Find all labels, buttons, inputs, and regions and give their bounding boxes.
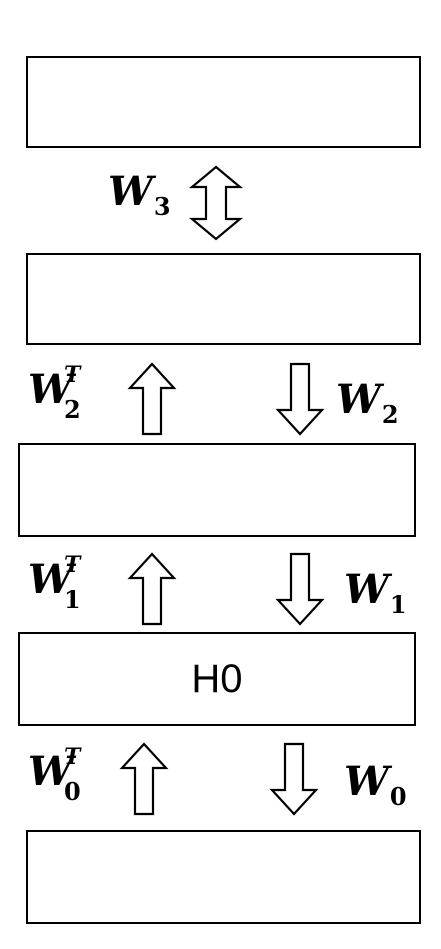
weight-label-w1: W1	[344, 570, 407, 617]
weight-label-w2: W2	[336, 380, 399, 427]
weight-label-w3: W3	[108, 172, 171, 219]
weight-w1-sub: 1	[389, 590, 407, 619]
weight-label-w0t: W T 0	[28, 746, 81, 804]
weight-w2t-main: W	[28, 366, 73, 413]
weight-w0-main: W	[344, 758, 389, 805]
down-arrow-icon	[269, 742, 319, 816]
weight-w1-main: W	[344, 566, 389, 613]
weight-w3-sub: 3	[153, 192, 171, 221]
up-arrow-icon	[127, 552, 177, 626]
weight-w0t-main: W	[28, 748, 73, 795]
weight-w1t-sup: T	[64, 552, 81, 578]
weight-w2-main: W	[336, 376, 381, 423]
layer-box-bottom	[26, 830, 421, 924]
weight-w0t-sub: 0	[64, 777, 81, 806]
weight-label-w0: W0	[344, 762, 407, 809]
layer-box-hidden-2	[18, 443, 416, 537]
weight-label-w2t: W T 2	[28, 364, 81, 422]
weight-w0t-sup: T	[64, 744, 81, 770]
weight-w2t-sub: 2	[64, 395, 81, 424]
down-arrow-icon	[275, 362, 325, 436]
layer-box-top	[26, 56, 421, 148]
up-arrow-icon	[119, 742, 169, 816]
weight-w1t-main: W	[28, 556, 73, 603]
weight-w2t-sup: T	[64, 362, 81, 388]
weight-w0-sub: 0	[389, 782, 407, 811]
layer-box-hidden-3	[26, 253, 421, 345]
weight-w2-sub: 2	[381, 400, 399, 429]
up-arrow-icon	[127, 362, 177, 436]
down-arrow-icon	[275, 552, 325, 626]
weight-w1t-sub: 1	[64, 585, 81, 614]
layer-box-h0: H0	[18, 632, 416, 726]
weight-label-w1t: W T 1	[28, 554, 81, 612]
weight-w3-main: W	[108, 168, 153, 215]
bidirectional-arrow-icon	[188, 165, 244, 241]
